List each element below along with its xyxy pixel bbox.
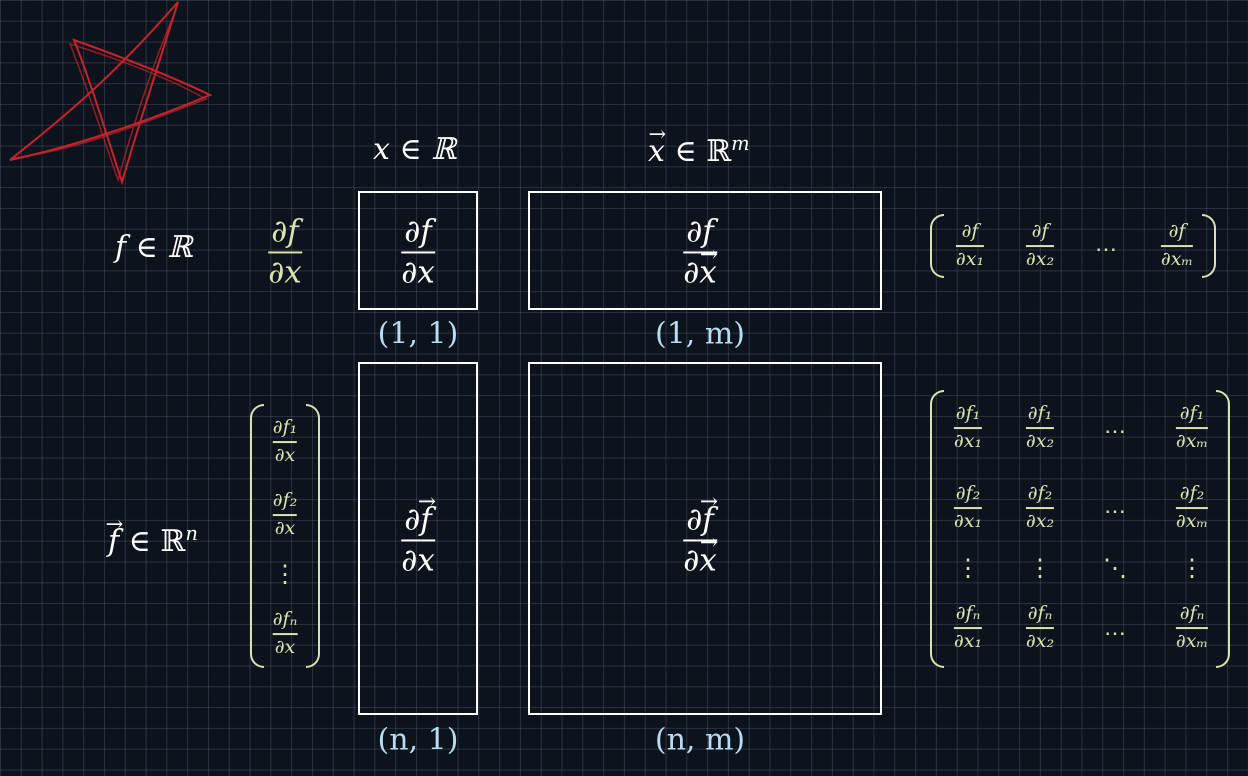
column-vector-entry-n: ∂fₙ∂x [272,608,298,658]
jacobian-cell: ∂f₁∂x₂ [1025,402,1055,452]
box-scalar-scalar [358,191,478,310]
box-vector-vector-fraction: ∂f∂x [683,503,717,576]
jacobian-cell: ∂fₙ∂x₁ [953,602,983,652]
jacobian-left-paren [930,390,944,668]
jacobian-cell: ∂f₂∂xₘ [1175,482,1209,532]
row-label-scalar-f: f ∈ ℝ [115,230,193,265]
jacobian-vdots: ⋮ [956,554,980,582]
jacobian-cell: ∂fₙ∂x₂ [1025,602,1055,652]
jacobian-cell: ∂f₁∂xₘ [1175,402,1209,452]
jacobian-vdots: ⋮ [1028,554,1052,582]
star-doodle-icon [9,1,213,186]
row-vector-right-paren [1202,214,1216,278]
box-scalar-vector [528,191,882,310]
box-vector-scalar-dims: (n, 1) [377,722,459,758]
box-vector-vector-dims: (n, m) [654,722,746,758]
box-vector-scalar [358,362,478,715]
box-vector-vector [528,362,882,715]
jacobian-hdots: ⋯ [1104,419,1126,445]
header-vector-x: x ∈ ℝm [648,132,750,169]
row-vector-entry-1: ∂f∂x₁ [955,220,985,270]
column-vector-left-paren [250,404,264,668]
column-vector-right-paren [306,404,320,668]
column-vector-entry-1: ∂f₁∂x [272,416,298,466]
box-scalar-vector-dims: (1, m) [654,316,746,352]
jacobian-hdots: ⋯ [1104,621,1126,647]
row-vector-entry-2: ∂f∂x₂ [1025,220,1055,270]
jacobian-cell: ∂f₂∂x₁ [953,482,983,532]
box-scalar-vector-fraction: ∂f∂x [683,215,717,288]
jacobian-cell: ∂f₂∂x₂ [1025,482,1055,532]
column-vector-entry-2: ∂f₂∂x [272,489,298,539]
jacobian-cell: ∂fₙ∂xₘ [1175,602,1209,652]
row-label-vector-f: f ∈ ℝn [108,522,198,559]
box-scalar-scalar-fraction: ∂f∂x [401,213,435,290]
jacobian-vdots: ⋮ [1180,554,1204,582]
box-scalar-scalar-dims: (1, 1) [377,316,459,352]
jacobian-hdots: ⋯ [1104,499,1126,525]
column-vector-vdots: ⋮ [273,560,297,588]
row-vector-left-paren [930,214,944,278]
jacobian-right-paren [1216,390,1230,668]
box-vector-scalar-fraction: ∂f∂x [401,503,435,576]
jacobian-cell: ∂f₁∂x₁ [953,402,983,452]
row-vector-entry-m: ∂f∂xₘ [1160,220,1194,270]
header-scalar-x: x ∈ ℝ [373,132,457,167]
row-vector-hdots: ⋯ [1095,237,1117,263]
jacobian-ddots: ⋱ [1103,554,1127,582]
side-fraction: ∂f∂x [268,213,302,290]
